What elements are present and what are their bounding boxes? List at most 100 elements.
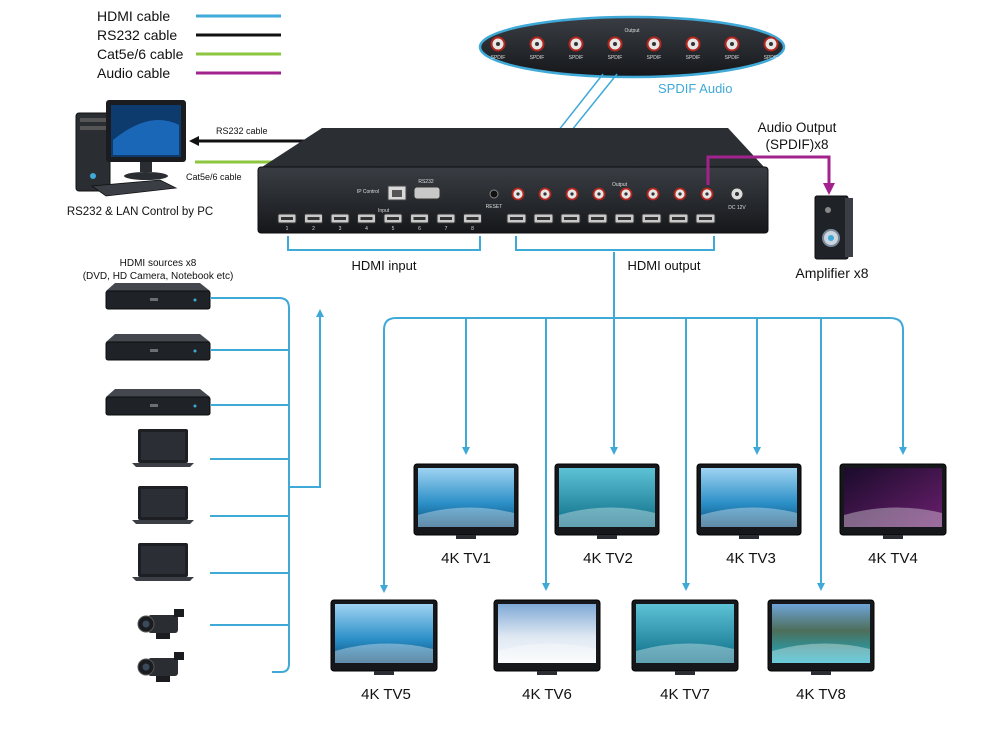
tv-label: 4K TV2 <box>583 550 633 567</box>
legend-label-rs232: RS232 cable <box>97 27 177 43</box>
hdmi-input-port-number: 7 <box>445 226 448 232</box>
legend-item-hdmi: HDMI cable <box>97 8 281 24</box>
hdmi-input-port-number: 1 <box>286 226 289 232</box>
tv-6: 4K TV6 <box>493 599 601 703</box>
legend-label-hdmi: HDMI cable <box>97 8 170 24</box>
tv-stand <box>739 535 759 539</box>
legend-item-rs232: RS232 cable <box>97 27 281 43</box>
amplifier-label: Amplifier x8 <box>795 265 868 281</box>
tv-3: 4K TV3 <box>696 463 802 567</box>
hdmi-input-port: 7 <box>436 213 456 232</box>
hdmi-input-port-number: 6 <box>418 226 421 232</box>
hdmi-input-port-number: 4 <box>365 226 368 232</box>
camcorder-source <box>137 652 184 682</box>
hdmi-output-ports <box>506 213 716 224</box>
hdmi-input-port: 5 <box>383 213 403 232</box>
pc-caption: RS232 & LAN Control by PC <box>67 206 213 218</box>
tv-stand <box>456 535 476 539</box>
sources-title-line1: HDMI sources x8 <box>120 258 197 269</box>
matrix-spdif-port <box>538 187 552 201</box>
hdmi-input-port-number: 3 <box>339 226 342 232</box>
spdif-panel-port-label: SPDIF <box>764 55 779 61</box>
laptop-source <box>132 429 194 467</box>
reset-button[interactable] <box>489 189 499 199</box>
hdmi-input-port-number: 8 <box>471 226 474 232</box>
legend-label-audio: Audio cable <box>97 65 170 81</box>
pc-keyboard <box>90 179 178 197</box>
tv-label: 4K TV6 <box>522 686 572 703</box>
spdif-panel-port-label: SPDIF <box>686 55 701 61</box>
spdif-panel-port: SPDIF <box>490 36 506 61</box>
spdif-panel-port-label: SPDIF <box>608 55 623 61</box>
spdif-panel-port: SPDIF <box>724 36 740 61</box>
spdif-panel-port-label: SPDIF <box>569 55 584 61</box>
tv-screen <box>418 468 514 527</box>
hdmi-output-label: HDMI output <box>628 258 701 273</box>
hdmi-input-port-number: 5 <box>392 226 395 232</box>
output-title: Output <box>612 182 628 188</box>
tv-screen <box>335 604 433 663</box>
legend-item-cat: Cat5e/6 cable <box>97 46 281 62</box>
hdmi-output-port <box>533 213 554 224</box>
spdif-panel-port-label: SPDIF <box>647 55 662 61</box>
spdif-panel-port: SPDIF <box>529 36 545 61</box>
hdmi-sources <box>105 283 211 682</box>
tv-label: 4K TV3 <box>726 550 776 567</box>
audio-output-line1: Audio Output <box>758 120 837 135</box>
hdmi-output-port <box>641 213 662 224</box>
tv-label: 4K TV4 <box>868 550 918 567</box>
tv-label: 4K TV8 <box>796 686 846 703</box>
hdmi-input-port-number: 2 <box>312 226 315 232</box>
spdif-audio-caption: SPDIF Audio <box>658 81 732 96</box>
audio-output-line2: (SPDIF)x8 <box>765 137 828 152</box>
audio-cable <box>706 155 835 195</box>
hdmi-output-bracket <box>515 236 715 251</box>
matrix-spdif-ports <box>511 187 714 201</box>
tv-2: 4K TV2 <box>554 463 660 567</box>
dvd-player-source <box>105 389 211 416</box>
matrix-spdif-port <box>673 187 687 201</box>
hdmi-output-port <box>506 213 527 224</box>
dvd-player-source <box>105 334 211 361</box>
pc-computer <box>75 100 186 197</box>
amplifier <box>814 195 853 260</box>
spdif-panel-port: SPDIF <box>685 36 701 61</box>
matrix-top <box>262 128 764 167</box>
spdif-panel-port: SPDIF <box>646 36 662 61</box>
dvd-player-source <box>105 283 211 310</box>
output-bus <box>383 317 907 583</box>
spdif-panel-port: SPDIF <box>763 36 779 61</box>
matrix-spdif-port <box>565 187 579 201</box>
laptop-source <box>132 543 194 581</box>
spdif-panel-port: SPDIF <box>607 36 623 61</box>
matrix-switcher: IP Control RS232 Input Output RESET DC 1… <box>257 128 769 234</box>
tv-label: 4K TV1 <box>441 550 491 567</box>
spdif-panel-port-label: SPDIF <box>491 55 506 61</box>
tv-4: 4K TV4 <box>839 463 947 567</box>
hdmi-output-port <box>668 213 689 224</box>
legend-item-audio: Audio cable <box>97 65 281 81</box>
rs232-port-label: RS232 <box>418 179 434 185</box>
matrix-spdif-port <box>700 187 714 201</box>
source-bus <box>210 297 290 673</box>
tv-1: 4K TV1 <box>413 463 519 567</box>
hdmi-input-port: 1 <box>277 213 297 232</box>
output-drops <box>462 318 825 591</box>
hdmi-input-port: 6 <box>410 213 429 232</box>
tv-screen <box>498 604 596 663</box>
tv-8: 4K TV8 <box>767 599 875 703</box>
hdmi-input-port: 3 <box>330 213 350 232</box>
hdmi-output-port <box>560 213 581 224</box>
rs232-cable-label: RS232 cable <box>216 126 268 136</box>
matrix-spdif-port <box>619 187 633 201</box>
tv-stand <box>811 671 831 675</box>
tv-stand <box>374 671 394 675</box>
hdmi-output-port <box>695 213 716 224</box>
hdmi-output-port <box>587 213 608 224</box>
matrix-spdif-port <box>592 187 606 201</box>
spdif-panel-port-label: SPDIF <box>725 55 740 61</box>
tv-5: 4K TV5 <box>330 599 438 703</box>
hdmi-output-port <box>614 213 635 224</box>
tv-stand <box>675 671 695 675</box>
